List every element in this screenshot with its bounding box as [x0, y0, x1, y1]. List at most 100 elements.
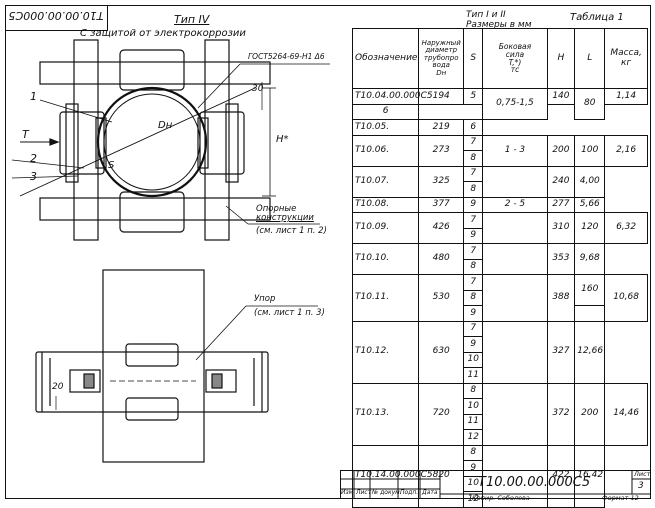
s-cell: 7	[463, 320, 484, 337]
s-cell: 8	[463, 181, 484, 198]
designation-cell: T10.04.00.000C5	[351, 88, 433, 105]
type-label: Тип IV	[174, 13, 210, 26]
mass-cell: 12,66	[574, 320, 606, 384]
col-mass: Масса, кг	[604, 28, 648, 89]
s-cell: 11	[463, 413, 484, 430]
diameter-cell: 273	[418, 134, 465, 167]
callout-1: 1	[30, 90, 37, 103]
l-cell: 80	[574, 88, 606, 120]
h-cell: 310	[546, 212, 576, 244]
diameter-cell: 820	[418, 444, 465, 508]
diameter-cell: 480	[418, 243, 465, 275]
table-row: 12	[353, 491, 648, 508]
col-designation: Обозначение	[351, 28, 420, 89]
designation-cell: T10.12.	[351, 320, 420, 384]
designation-cell: T10.13.	[351, 382, 420, 446]
support-note-1: Опорные	[256, 204, 297, 214]
mass-cell: 6,32	[604, 212, 648, 244]
h-label: H*	[276, 134, 289, 145]
s-cell: 11	[463, 367, 484, 384]
sheet-frame	[5, 5, 651, 499]
tb-col-sign: Подп.	[400, 489, 419, 496]
h-cell: 388	[546, 274, 576, 322]
col-s: S	[463, 28, 484, 89]
s-cell: 8	[463, 382, 484, 399]
mass-cell: 1,14	[604, 88, 648, 105]
mass-cell: 5,66	[574, 196, 606, 213]
force-cell	[482, 382, 548, 446]
table-type-header: Тип I и II	[466, 10, 506, 20]
s-cell: 6	[351, 103, 420, 120]
s-cell: 8	[463, 150, 484, 167]
h-cell: 372	[546, 382, 576, 446]
title-block: Изм Лист № докум. Подп. Дата T10.00.00.0…	[340, 470, 651, 502]
s-cell: 7	[463, 134, 484, 151]
stop-note-1: Упор	[254, 294, 276, 304]
dim-30: 30	[252, 84, 264, 94]
dim-20: 20	[52, 382, 64, 392]
s-cell: 9	[463, 305, 484, 322]
mass-cell: 16,42	[574, 444, 606, 508]
table-row: 11	[353, 413, 648, 430]
s-cell: 10	[463, 398, 484, 415]
designation-cell: T10.09.	[351, 212, 420, 244]
tb-copied: Копир. Соболева	[472, 494, 530, 502]
tb-doc-code: T10.00.00.000C5	[478, 475, 591, 490]
tb-col-izm: Изм	[341, 489, 354, 496]
title-block-lines	[340, 470, 651, 499]
h-cell: 327	[546, 320, 576, 384]
s-cell: 10	[463, 351, 484, 368]
s-cell: 9	[463, 196, 484, 213]
col-l: L	[574, 28, 606, 89]
force-cell	[482, 274, 548, 322]
diameter-cell: 720	[418, 382, 465, 446]
tb-col-list: Лист	[356, 489, 372, 496]
diameter-cell: 630	[418, 320, 465, 384]
h-cell: 140	[546, 88, 576, 105]
s-cell: 8	[463, 444, 484, 461]
col-h: H	[546, 28, 576, 89]
s-cell: 5	[463, 88, 484, 105]
s-cell: 9	[463, 227, 484, 244]
tb-format: Формат 12	[602, 494, 639, 502]
gost-note: ГОСТ5264-69-Н1 Δ6	[248, 52, 325, 61]
designation-cell: T10.08.	[351, 196, 420, 213]
table-row: 10	[353, 398, 648, 415]
designation-cell: T10.07.	[351, 165, 420, 198]
table-row: 8	[353, 181, 648, 198]
col-force: Боковая сила T,*) тс	[482, 28, 548, 89]
s-label: S	[108, 160, 115, 171]
designation-cell: T10.10.	[351, 243, 420, 275]
support-note-2: конструкции	[256, 213, 314, 223]
diameter-cell: 377	[418, 196, 465, 213]
drawing-subtitle: С защитой от электрокоррозии	[80, 28, 246, 39]
callout-2: 2	[30, 152, 37, 165]
s-cell: 8	[463, 289, 484, 306]
l-cell: 200	[574, 382, 606, 446]
h-cell: 353	[546, 243, 576, 275]
tb-sheet-label: Лист	[634, 470, 651, 478]
s-cell: 7	[463, 165, 484, 182]
s-cell: 12	[463, 429, 484, 446]
designation-cell: T10.14.00.000C5	[351, 444, 433, 508]
mass-cell: 9,68	[574, 243, 606, 275]
mass-cell: 10,68	[604, 274, 648, 322]
t-label: T	[22, 128, 29, 141]
s-cell: 9	[463, 336, 484, 353]
callout-3: 3	[30, 170, 37, 183]
mass-cell: 14,46	[604, 382, 648, 446]
l-cell: 120	[574, 212, 606, 244]
tb-col-date: Дата	[422, 489, 438, 496]
s-cell: 7	[463, 243, 484, 260]
designation-cell: T10.11.	[351, 274, 420, 322]
stop-note-2: (см. лист 1 п. 3)	[254, 308, 325, 318]
designation-cell: T10.06.	[351, 134, 420, 167]
h-cell: 240	[546, 165, 576, 198]
